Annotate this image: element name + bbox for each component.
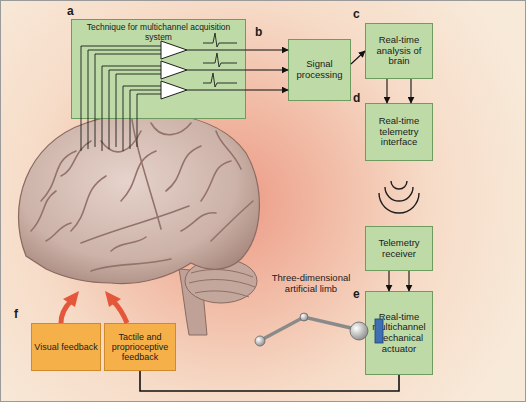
signal-arrow [408, 271, 409, 291]
process-box: Telemetry receiver [365, 226, 433, 271]
box-label: Real-time analysis of brain [366, 35, 432, 67]
box-label: Technique for multichannel acquisition s… [72, 23, 245, 42]
cable-line [140, 371, 399, 391]
amplifier-symbol [161, 41, 187, 99]
cerebellum [185, 259, 257, 303]
signal-arrow [386, 79, 387, 103]
panel-letter: a [67, 4, 74, 18]
amplifier-output [187, 50, 246, 90]
feedback-box: Visual feedback [31, 323, 101, 371]
acquisition-box: Technique for multichannel acquisition s… [71, 19, 246, 119]
cerebellum-folds [189, 270, 255, 297]
wireless-symbol [379, 181, 419, 213]
part-label: Three-dimensional artificial limb [256, 273, 366, 294]
signal-arrow [246, 89, 288, 90]
process-box: Real-time multichannel mechanical actuat… [365, 291, 433, 375]
signal-arrow [410, 79, 411, 103]
box-label: Signal processing [289, 59, 350, 80]
cerebrum [19, 113, 260, 284]
box-label: Telemetry receiver [366, 238, 432, 259]
process-box: Real-time analysis of brain [365, 23, 433, 79]
process-box: Real-time telemetry interface [365, 103, 433, 161]
panel-letter: f [14, 307, 18, 321]
process-box: Signal processing [288, 39, 351, 101]
signal-arrow [351, 51, 365, 64]
box-label: Real-time telemetry interface [366, 116, 432, 148]
panel-letter: b [255, 25, 262, 39]
electrode-wires [81, 46, 161, 151]
signal-arrow [246, 49, 288, 50]
brain-gyri [31, 113, 253, 271]
signal-arrow [388, 271, 389, 291]
feedback-box: Tactile and proprioceptive feedback [104, 323, 176, 371]
brainstem [179, 269, 207, 335]
box-label: Real-time multichannel mechanical actuat… [366, 312, 432, 355]
signal-arrow [246, 69, 288, 70]
panel-letter: d [353, 91, 360, 105]
box-label: Tactile and proprioceptive feedback [105, 332, 175, 362]
box-label: Visual feedback [32, 342, 99, 352]
artificial-limb [255, 313, 383, 346]
panel-letter: e [353, 287, 360, 301]
feedback-arrow [61, 291, 127, 323]
spike-waveform [203, 33, 237, 87]
panel-letter: c [353, 7, 360, 21]
